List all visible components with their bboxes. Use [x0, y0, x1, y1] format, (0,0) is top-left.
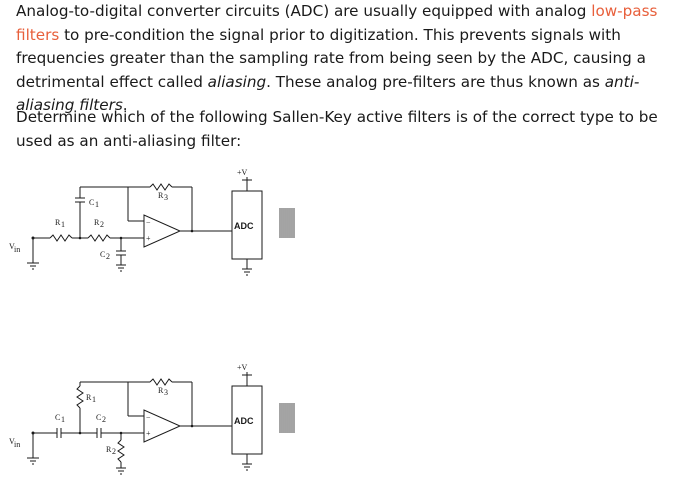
low-pass-filters-link[interactable]: low-pass filters — [16, 2, 658, 44]
svg-text:C: C — [55, 413, 60, 422]
svg-text:−: − — [146, 218, 151, 227]
r2-resistor: R 2 — [87, 218, 111, 242]
svg-text:3: 3 — [164, 193, 168, 202]
circuit-highpass-diagram: V in C 1 C 2 R 1 R 2 — [9, 363, 295, 475]
svg-text:R: R — [158, 191, 164, 200]
intro-text-1: Analog-to-digital converter circuits (AD… — [16, 2, 592, 20]
input-source: V in — [9, 431, 39, 465]
op-amp: − + — [127, 382, 232, 443]
r2-resistor: R 2 — [106, 433, 126, 475]
svg-text:C: C — [100, 250, 105, 259]
r3-resistor: R 3 — [128, 183, 194, 233]
question-text: Determine which of the following Sallen-… — [16, 108, 658, 150]
input-source: V in — [9, 236, 39, 270]
r3-resistor: R 3 — [128, 378, 194, 428]
vin-label: V — [9, 242, 15, 251]
svg-text:2: 2 — [100, 220, 104, 229]
intro-paragraph: Analog-to-digital converter circuits (AD… — [16, 0, 688, 118]
adc-label: ADC — [234, 221, 254, 231]
svg-text:R: R — [86, 393, 92, 402]
adc-block: ADC +V — [231, 168, 295, 276]
svg-text:C: C — [89, 198, 94, 207]
supply-label: +V — [237, 168, 248, 177]
adc-block: ADC +V — [231, 363, 295, 471]
intro-text-4: . — [122, 96, 128, 114]
aliasing-term: aliasing — [207, 72, 267, 91]
anti-aliasing-term: anti-aliasing filters — [16, 72, 640, 115]
svg-text:ADC: ADC — [234, 416, 254, 426]
svg-text:2: 2 — [102, 415, 106, 424]
svg-text:in: in — [14, 245, 20, 254]
svg-text:R: R — [94, 218, 100, 227]
intro-text-3: . These analog pre-filters are thus know… — [266, 72, 605, 91]
c1-capacitor: C 1 — [75, 186, 128, 238]
svg-text:+: + — [146, 429, 151, 438]
svg-text:1: 1 — [61, 415, 65, 424]
svg-text:2: 2 — [112, 447, 116, 456]
svg-text:1: 1 — [95, 200, 99, 209]
r1-resistor: R 1 — [76, 381, 128, 433]
svg-text:+V: +V — [237, 363, 248, 372]
r1-resistor: R 1 — [49, 218, 73, 242]
c2-capacitor: C 2 — [96, 413, 106, 438]
op-amp: − + — [127, 187, 232, 248]
svg-text:3: 3 — [164, 388, 168, 397]
svg-text:−: − — [146, 413, 151, 422]
c1-capacitor: C 1 — [55, 413, 65, 438]
svg-text:C: C — [96, 413, 101, 422]
svg-text:R: R — [106, 445, 112, 454]
svg-text:in: in — [14, 440, 20, 449]
svg-text:1: 1 — [61, 220, 65, 229]
circuit-lowpass-diagram: V in R 1 R 2 C 1 C 2 — [9, 168, 295, 276]
svg-text:2: 2 — [106, 252, 110, 261]
c2-capacitor: C 2 — [100, 238, 126, 272]
svg-text:1: 1 — [92, 395, 96, 404]
svg-text:R: R — [158, 386, 164, 395]
svg-text:V: V — [9, 437, 15, 446]
svg-text:R: R — [55, 218, 61, 227]
intro-text-2: to pre-condition the signal prior to dig… — [16, 25, 646, 91]
svg-text:+: + — [146, 234, 151, 243]
